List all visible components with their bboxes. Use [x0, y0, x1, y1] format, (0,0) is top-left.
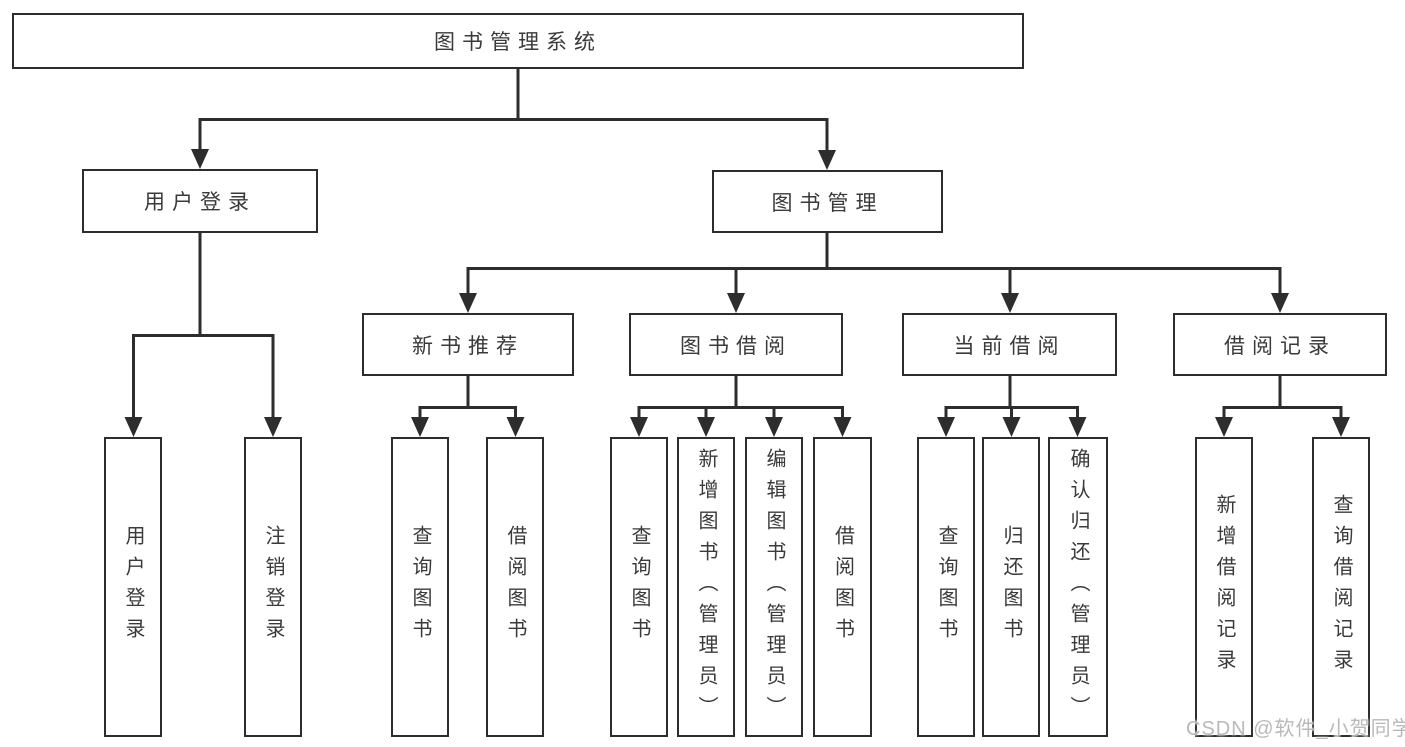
node-new-book-recommend: 新书推荐 [362, 313, 574, 376]
leaf-return-book: 归还图书 [982, 437, 1040, 737]
leaf-query-book-3: 查询图书 [917, 437, 975, 737]
leaf-add-book-admin: 新增图书（管理员） [677, 437, 735, 737]
node-book-borrow: 图书借阅 [629, 313, 843, 376]
leaf-query-book: 查询图书 [391, 437, 449, 737]
connector-lines [132, 69, 1343, 419]
watermark-text: CSDN @软件_小贺同学 [1186, 718, 1405, 740]
leaf-query-book-2: 查询图书 [610, 437, 668, 737]
node-user-login: 用户登录 [82, 169, 318, 233]
leaf-query-borrow-record: 查询借阅记录 [1312, 437, 1370, 737]
node-borrow-records: 借阅记录 [1173, 313, 1387, 376]
leaf-edit-book-admin: 编辑图书（管理员） [745, 437, 803, 737]
node-current-borrow: 当前借阅 [902, 313, 1117, 376]
node-book-management: 图书管理 [712, 170, 943, 233]
leaf-user-login: 用户登录 [104, 437, 162, 737]
node-root-system: 图书管理系统 [12, 13, 1024, 69]
leaf-confirm-return-admin: 确认归还（管理员） [1048, 437, 1108, 737]
leaf-logout: 注销登录 [244, 437, 302, 737]
leaf-borrow-book-2: 借阅图书 [813, 437, 872, 737]
arrowhead-down-icons [124, 149, 1350, 437]
leaf-add-borrow-record: 新增借阅记录 [1195, 437, 1253, 737]
leaf-borrow-book: 借阅图书 [486, 437, 544, 737]
